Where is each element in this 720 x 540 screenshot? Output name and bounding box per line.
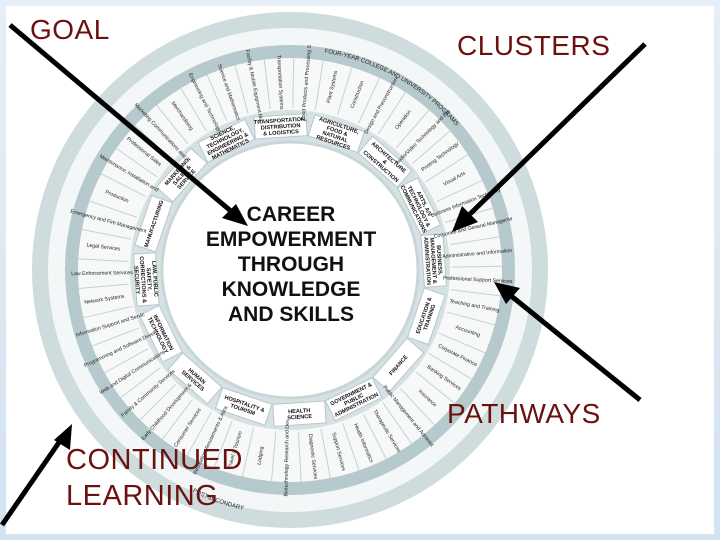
cluster-box bbox=[167, 352, 223, 405]
pathways-label: PATHWAYS bbox=[447, 398, 601, 429]
arrow-continued-learning bbox=[0, 424, 72, 527]
cluster-label: HEALTHSCIENCE bbox=[287, 408, 313, 422]
center-line-5: AND SKILLS bbox=[228, 303, 354, 326]
pathway-divider bbox=[83, 305, 133, 319]
pathway-divider bbox=[449, 236, 500, 246]
pathway-divider bbox=[336, 67, 353, 116]
pathway-divider bbox=[436, 179, 483, 202]
cluster-label: TRANSPORTATION,DISTRIBUTION& LOGISTICS bbox=[254, 117, 308, 138]
pathway-label: Legal Services bbox=[86, 242, 121, 252]
pathway-divider bbox=[89, 200, 137, 218]
cluster-box bbox=[155, 147, 208, 203]
pathway-divider bbox=[297, 431, 302, 482]
cluster-box bbox=[307, 114, 366, 154]
cluster-box bbox=[357, 135, 413, 188]
cluster-label: BUSINESS,MANAGEMENT &ADMINISTRATION bbox=[422, 236, 443, 285]
pathway-divider bbox=[342, 423, 360, 471]
pathway-divider bbox=[186, 411, 212, 456]
cluster-box bbox=[214, 386, 273, 426]
pathway-label: Diagnostic Services bbox=[307, 434, 319, 480]
pathway-divider bbox=[314, 60, 324, 111]
pathway-divider bbox=[271, 431, 277, 482]
pathway-divider bbox=[425, 154, 469, 183]
pathway-divider bbox=[411, 130, 451, 165]
pathway-divider bbox=[78, 283, 129, 289]
pathway-divider bbox=[382, 402, 413, 444]
pathway-divider bbox=[206, 74, 228, 122]
cluster-box bbox=[133, 252, 160, 307]
cluster-box bbox=[397, 177, 442, 236]
pathway-divider bbox=[400, 388, 435, 426]
pathway-label: Law Enforcement Services bbox=[71, 270, 133, 277]
arrow-pathways bbox=[494, 282, 642, 402]
pathway-dividers bbox=[78, 58, 502, 482]
pathway-divider bbox=[78, 258, 129, 263]
cluster-box bbox=[197, 118, 256, 163]
clusters-label: CLUSTERS bbox=[457, 30, 611, 61]
pathway-divider bbox=[438, 332, 486, 354]
pathway-divider bbox=[162, 399, 193, 440]
pathway-divider bbox=[358, 77, 381, 124]
pathway-divider bbox=[428, 353, 472, 380]
pathway-divider bbox=[180, 88, 207, 132]
pathway-divider bbox=[241, 427, 255, 477]
pathway-divider bbox=[91, 327, 139, 347]
cluster-box bbox=[272, 400, 327, 427]
pathway-divider bbox=[450, 289, 501, 297]
pathway-divider bbox=[446, 311, 495, 326]
pathway-label: Biotechnology Research and Dev bbox=[283, 419, 290, 496]
pathway-divider bbox=[451, 265, 502, 268]
pathway-divider bbox=[320, 428, 331, 479]
center-line-2: EMPOWERMENT bbox=[205, 228, 377, 251]
center-title: CAREER EMPOWERMENT THROUGH KNOWLEDGE AND… bbox=[186, 202, 396, 327]
pathway-divider bbox=[415, 371, 456, 404]
pathway-label: Professional Support Services bbox=[443, 275, 513, 285]
cluster-box bbox=[372, 337, 425, 393]
cluster-box bbox=[406, 287, 446, 346]
pathway-divider bbox=[234, 65, 249, 114]
pathway-label: Transportation Systems bbox=[275, 55, 284, 110]
pathway-divider bbox=[120, 367, 161, 398]
pathway-divider bbox=[139, 384, 176, 421]
arrow-goal bbox=[8, 23, 248, 226]
cluster-box bbox=[253, 113, 308, 140]
center-line-4: KNOWLEDGE bbox=[221, 278, 361, 301]
pathway-divider bbox=[395, 109, 430, 149]
pathway-divider bbox=[116, 147, 158, 178]
pathway-divider bbox=[104, 348, 149, 374]
pathway-divider bbox=[292, 58, 295, 109]
pathway-divider bbox=[81, 229, 132, 240]
cluster-box bbox=[420, 233, 447, 288]
arrow-clusters bbox=[452, 42, 647, 232]
pathway-divider bbox=[213, 421, 233, 469]
goal-label: GOAL bbox=[30, 14, 110, 45]
cluster-box bbox=[134, 194, 174, 253]
cluster-box bbox=[138, 304, 183, 363]
cluster-box bbox=[324, 377, 383, 422]
pathway-divider bbox=[100, 173, 146, 197]
center-line-1: CAREER bbox=[246, 203, 336, 226]
pathway-label: Lodging bbox=[257, 446, 266, 465]
cluster-label: LAW, PUBLICSAFETY,CORRECTIONS &SECURITY bbox=[132, 255, 159, 303]
center-line-3: THROUGH bbox=[237, 253, 345, 276]
continued-line-1: CONTINUED bbox=[66, 444, 243, 476]
continued-line-2: LEARNING bbox=[66, 480, 219, 512]
pathway-divider bbox=[156, 104, 189, 145]
pathway-divider bbox=[363, 414, 387, 460]
cluster-boxes bbox=[133, 113, 447, 427]
continued-learning-label: CONTINUED LEARNING bbox=[66, 442, 266, 514]
pathway-divider bbox=[377, 91, 406, 135]
pathway-divider bbox=[263, 59, 271, 110]
